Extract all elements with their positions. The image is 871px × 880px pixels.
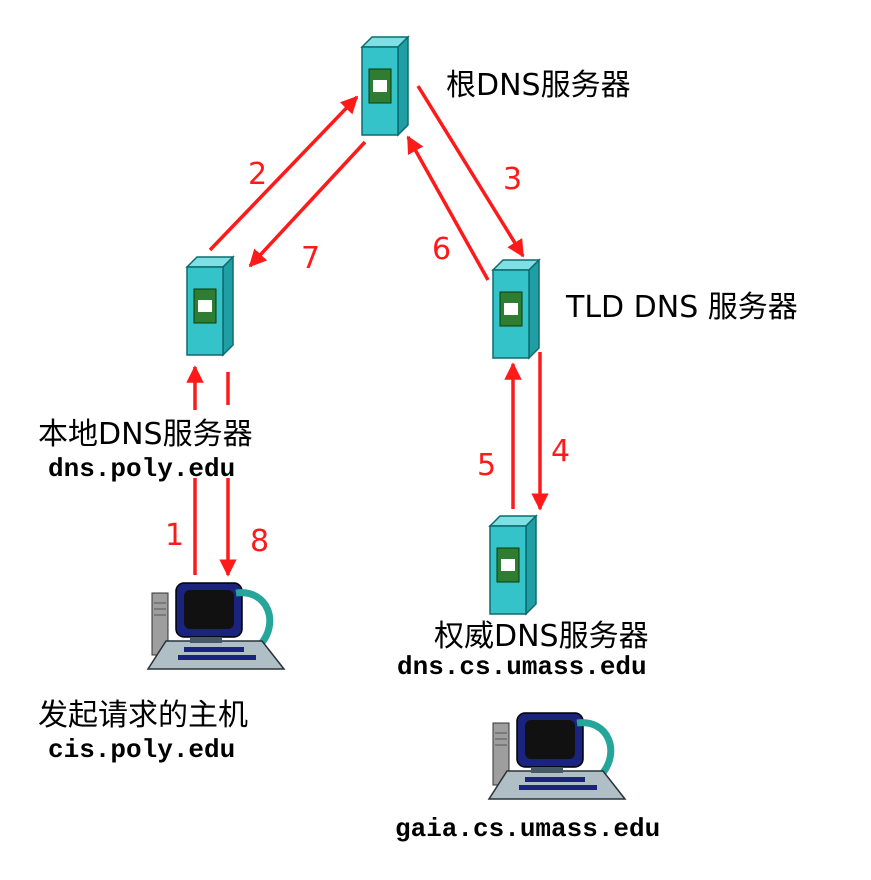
step-label-8: 8: [250, 524, 270, 559]
target-computer-icon: [489, 713, 625, 799]
step-label-7: 7: [301, 241, 321, 276]
local-server-icon: [186, 256, 234, 356]
step-label-6: 6: [432, 232, 452, 267]
local-server-label: 本地DNS服务器: [38, 417, 253, 452]
requester-computer-icon: [148, 583, 284, 669]
step-label-1: 1: [165, 518, 185, 553]
authoritative-server-icon: [489, 515, 537, 615]
arrow-step-7: [248, 140, 367, 268]
local-server-host: dns.poly.edu: [48, 454, 236, 484]
tld-server-label: TLD DNS 服务器: [566, 290, 798, 325]
step-label-3: 3: [503, 162, 523, 197]
step-label-5: 5: [477, 448, 497, 483]
requester-host: cis.poly.edu: [48, 735, 236, 765]
arrow-step-2: [208, 95, 359, 252]
root-server-icon: [361, 36, 409, 136]
authoritative-server-label: 权威DNS服务器: [434, 619, 649, 654]
step-label-2: 2: [248, 157, 268, 192]
tld-server-icon: [492, 259, 540, 359]
arrow-step-3: [416, 85, 525, 258]
requester-label: 发起请求的主机: [38, 698, 248, 733]
step-label-4: 4: [551, 434, 571, 469]
target-host: gaia.cs.umass.edu: [395, 814, 661, 844]
root-server-label: 根DNS服务器: [446, 68, 631, 103]
authoritative-server-host: dns.cs.umass.edu: [397, 652, 647, 682]
arrow-step-6: [406, 135, 490, 281]
